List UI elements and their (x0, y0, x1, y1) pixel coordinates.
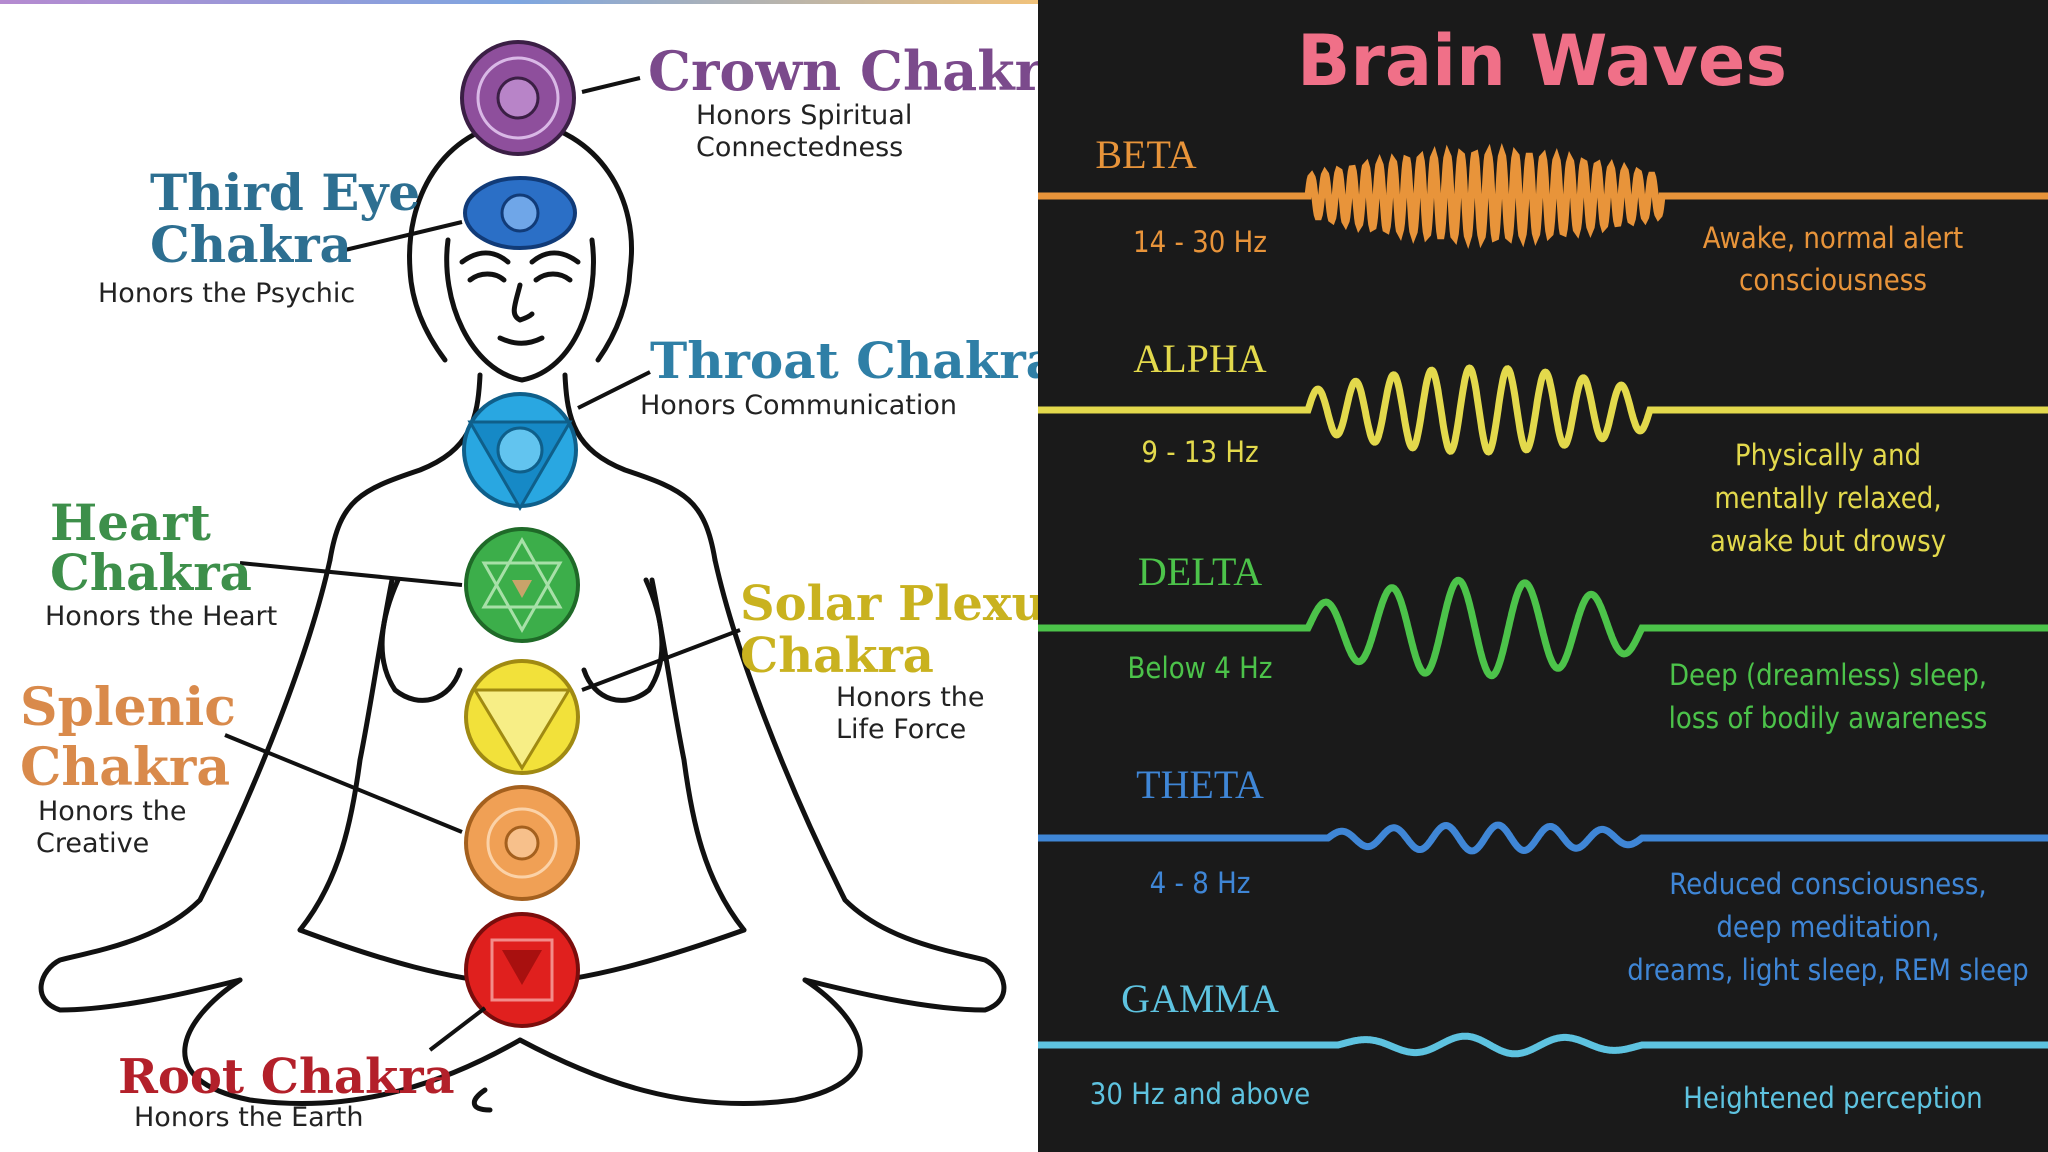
root-desc: Honors the Earth (134, 1102, 364, 1133)
connector-root (428, 1006, 487, 1052)
beta-freq: 14 - 30 Hz (1133, 225, 1267, 259)
root-name: Root Chakra (118, 1049, 455, 1105)
connector-heart (239, 561, 463, 587)
wave-row-theta: THETA 4 - 8 Hz Reduced consciousness, de… (1038, 762, 2048, 987)
theta-name: THETA (1136, 762, 1264, 807)
solar-plexus-name-1: Solar Plexus (740, 576, 1038, 632)
chakra-symbol-solar-plexus (464, 659, 580, 775)
chakra-symbol-root (464, 912, 580, 1028)
splenic-desc-2: Creative (36, 828, 149, 859)
heart-desc: Honors the Heart (45, 601, 277, 632)
brain-waves-panel: Brain Waves BETA 14 - 30 Hz Awake, norma… (1038, 0, 2048, 1152)
beta-name: BETA (1095, 132, 1196, 177)
delta-desc-2: loss of bodily awareness (1669, 701, 1988, 735)
alpha-desc-1: Physically and (1735, 438, 1921, 472)
alpha-name: ALPHA (1133, 336, 1266, 381)
theta-desc-1: Reduced consciousness, (1669, 867, 1986, 901)
connector-third-eye (344, 220, 463, 252)
solar-plexus-desc-2: Life Force (836, 714, 966, 745)
gamma-wave-line (1038, 1032, 2048, 1058)
theta-wave-line (1038, 821, 2048, 855)
beta-wave-line (1038, 143, 2048, 249)
chakra-label-root: Root Chakra Honors the Earth (118, 1049, 455, 1133)
connector-crown (581, 76, 641, 94)
wave-row-delta: DELTA Below 4 Hz Deep (dreamless) sleep,… (1038, 549, 2048, 735)
gamma-desc: Heightened perception (1683, 1081, 1982, 1115)
brain-waves-title: Brain Waves (1297, 20, 1787, 102)
chakra-connectors (224, 76, 741, 1052)
chakra-symbol-heart (464, 527, 580, 643)
connector-solar-plexus (581, 628, 741, 692)
wave-row-beta: BETA 14 - 30 Hz Awake, normal alert cons… (1038, 132, 2048, 297)
gamma-freq: 30 Hz and above (1090, 1077, 1310, 1111)
chakra-diagram: Crown Chakra Honors Spiritual Connectedn… (20, 39, 1038, 1133)
connector-throat (577, 370, 651, 410)
wave-row-gamma: GAMMA 30 Hz and above Heightened percept… (1038, 976, 2048, 1115)
crown-desc-1: Honors Spiritual (696, 100, 912, 131)
chakra-symbol-splenic (464, 785, 580, 901)
theta-desc-3: dreams, light sleep, REM sleep (1627, 953, 2028, 987)
third-eye-name-1: Third Eye (150, 163, 420, 222)
chakra-label-solar-plexus: Solar Plexus Chakra Honors the Life Forc… (740, 576, 1038, 745)
chakra-symbol-throat (462, 392, 578, 511)
splenic-name-1: Splenic (20, 677, 236, 738)
connector-splenic (224, 733, 463, 834)
brain-waves-diagram: Brain Waves BETA 14 - 30 Hz Awake, norma… (1038, 20, 2048, 1115)
theta-freq: 4 - 8 Hz (1150, 866, 1251, 900)
throat-desc: Honors Communication (640, 390, 957, 421)
body-outline (38, 117, 1007, 1113)
solar-plexus-desc-1: Honors the (836, 682, 985, 713)
chakra-symbol-third-eye (463, 176, 577, 250)
chakra-symbol-crown (460, 40, 576, 156)
third-eye-name-2: Chakra (150, 215, 352, 274)
chakra-label-crown: Crown Chakra Honors Spiritual Connectedn… (648, 39, 1038, 163)
crown-name: Crown Chakra (648, 39, 1038, 103)
crown-desc-2: Connectedness (696, 132, 903, 163)
third-eye-desc: Honors the Psychic (98, 278, 355, 309)
delta-desc-1: Deep (dreamless) sleep, (1669, 658, 1987, 692)
splenic-name-2: Chakra (20, 737, 230, 798)
theta-desc-2: deep meditation, (1716, 910, 1939, 944)
chakra-panel: Crown Chakra Honors Spiritual Connectedn… (0, 0, 1038, 1152)
chakra-label-heart: Heart Chakra Honors the Heart (45, 493, 277, 632)
throat-name: Throat Chakra (650, 331, 1038, 390)
chakra-label-third-eye: Third Eye Chakra Honors the Psychic (98, 163, 420, 309)
delta-name: DELTA (1138, 549, 1262, 594)
alpha-desc-2: mentally relaxed, (1714, 481, 1941, 515)
gamma-name: GAMMA (1121, 976, 1279, 1021)
chakra-label-throat: Throat Chakra Honors Communication (640, 331, 1038, 421)
chakra-label-splenic: Splenic Chakra Honors the Creative (20, 677, 236, 859)
heart-name-1: Heart (50, 493, 211, 552)
alpha-wave-line (1038, 364, 2048, 456)
wave-row-alpha: ALPHA 9 - 13 Hz Physically and mentally … (1038, 336, 2048, 558)
delta-freq: Below 4 Hz (1128, 651, 1273, 685)
beta-desc-1: Awake, normal alert (1703, 221, 1964, 255)
beta-desc-2: consciousness (1739, 263, 1927, 297)
splenic-desc-1: Honors the (38, 796, 187, 827)
alpha-freq: 9 - 13 Hz (1141, 435, 1258, 469)
heart-name-2: Chakra (50, 543, 252, 602)
solar-plexus-name-2: Chakra (740, 628, 934, 684)
delta-wave-line (1038, 576, 2048, 680)
alpha-desc-3: awake but drowsy (1710, 524, 1946, 558)
